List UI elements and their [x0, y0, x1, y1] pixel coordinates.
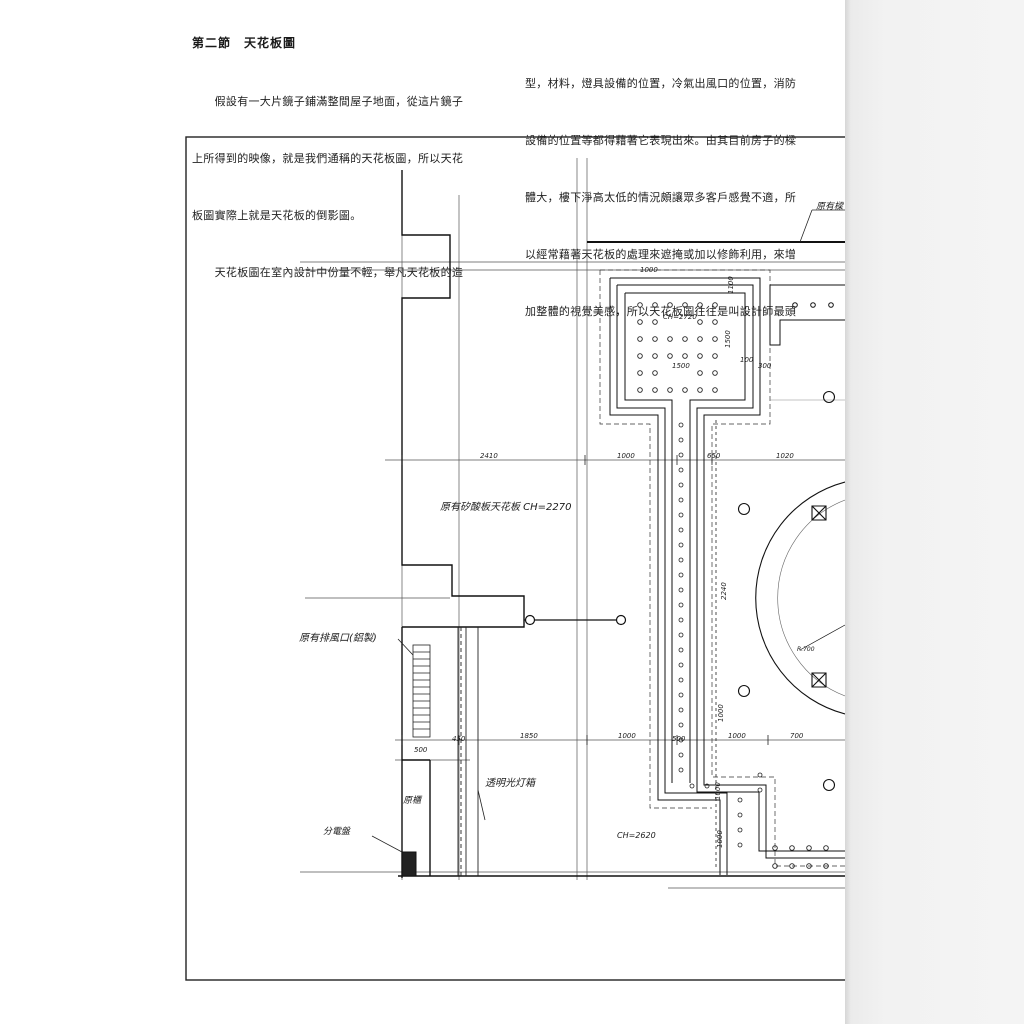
grid-lines [300, 261, 845, 889]
wall-outline [398, 170, 845, 878]
dim-1000-c: 1000 [728, 732, 746, 740]
dim-1000-b: 1000 [618, 732, 636, 740]
text-line: 體大，樓下淨高太低的情況頗讓眾多客戶感覺不適，所 [525, 191, 797, 204]
drawing-frame [185, 136, 845, 981]
text-line: 以經常藉著天花板的處理來遮掩或加以修飾利用，來增 [525, 248, 797, 261]
duct-outlet-grille [412, 644, 431, 738]
dim-1100: 1100 [727, 276, 735, 294]
dim-1850: 1850 [520, 732, 538, 740]
text-line: 上所得到的映像，就是我們通稱的天花板圖，所以天花 [192, 152, 464, 165]
dim-1020: 1020 [776, 452, 794, 460]
dim-2240: 2240 [720, 582, 728, 600]
dim-300: 300 [758, 362, 772, 370]
dim-1000-low: 1000 [716, 830, 724, 848]
text-line: 假設有一大片鏡子鋪滿整間屋子地面，從這片鏡子 [192, 95, 464, 108]
cabinet-label: 原櫃 [403, 795, 423, 806]
square-ceiling [609, 277, 845, 875]
corridor-lights [678, 422, 763, 848]
right-text-column: 型，材料，燈具設備的位置，冷氣出風口的位置，消防 設備的位置等都得藉著它表現出來… [525, 36, 843, 340]
dim-450: 450 [452, 735, 466, 743]
dim-2410: 2410 [480, 452, 498, 460]
ceiling-main-label: 原有矽酸板天花板 CH=2270 [440, 501, 572, 513]
section-heading: 第二節 天花板圖 [192, 36, 297, 50]
dim-1000-t: 1000 [640, 266, 658, 274]
left-text-column: 假設有一大片鏡子鋪滿整間屋子地面，從這片鏡子 上所得到的映像，就是我們通稱的天花… [192, 54, 512, 301]
text-line: 型，材料，燈具設備的位置，冷氣出風口的位置，消防 [525, 77, 797, 90]
dim-1000-v: 1000 [717, 704, 725, 722]
dim-1000-a: 1000 [617, 452, 635, 460]
dim-700: 700 [790, 732, 804, 740]
dim-1500-v: 1500 [724, 330, 732, 348]
dim-500b: 500 [672, 735, 686, 743]
text-line: 加整體的視覺美感，所以天花板圖往往是叫設計師最頭 [525, 305, 797, 318]
panel-label: 分電盤 [323, 826, 352, 837]
downlight-grid [637, 302, 718, 393]
dim-1500: 1500 [672, 362, 690, 370]
duct-outlet-label: 原有排風口(鋁製) [299, 632, 377, 644]
curved-ceiling-arc [755, 481, 845, 715]
page-edge [845, 0, 1024, 1024]
right-room [769, 284, 845, 401]
text-line: 板圖實際上就是天花板的倒影圖。 [192, 209, 362, 222]
text-line: 天花板圖在室內設計中份量不輕，舉凡天花板的造 [192, 266, 464, 279]
light-box-label: 透明光灯箱 [485, 777, 537, 789]
ceiling-square-label: CH=2720 [663, 313, 697, 321]
panel-box [401, 851, 417, 877]
dim-1000-r: 1000 [714, 782, 722, 800]
dim-500: 500 [414, 746, 428, 754]
dim-100: 100 [740, 356, 754, 364]
radius-label: R.700 [797, 646, 815, 653]
dim-650: 650 [707, 452, 721, 460]
top-note-label: 原有樑 [816, 201, 844, 212]
ceiling-corridor-label: CH=2620 [617, 831, 656, 840]
